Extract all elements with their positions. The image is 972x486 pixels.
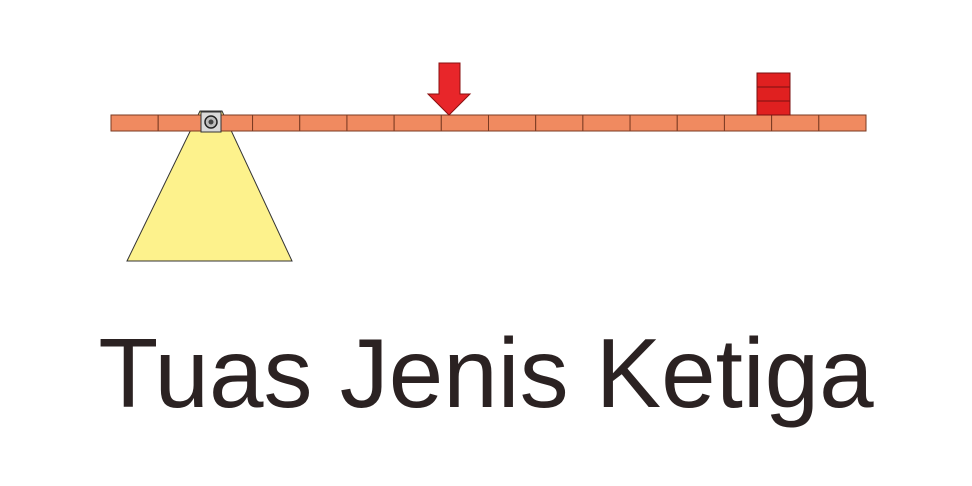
effort-arrow-down-icon (426, 62, 472, 116)
load-block (756, 72, 791, 88)
beam-segment (488, 114, 537, 132)
diagram-caption: Tuas Jenis Ketiga (98, 318, 874, 428)
lever-beam (110, 114, 867, 132)
load-weight-stack (756, 72, 791, 116)
load-block (756, 100, 791, 116)
beam-segment (110, 114, 159, 132)
beam-segment (629, 114, 678, 132)
beam-segment (252, 114, 301, 132)
beam-segment (346, 114, 395, 132)
fulcrum-support (126, 110, 293, 262)
load-block (756, 86, 791, 102)
lever-diagram (110, 62, 867, 262)
pivot-bolt-icon (200, 111, 222, 133)
beam-segment (393, 114, 442, 132)
beam-segment (723, 114, 773, 132)
beam-segment (157, 114, 206, 132)
beam-segment (582, 114, 631, 132)
beam-segment (299, 114, 348, 132)
beam-segment (440, 114, 489, 132)
beam-segment (818, 114, 867, 132)
beam-segment (771, 114, 820, 132)
beam-segment (676, 114, 725, 132)
beam-segment (535, 114, 584, 132)
